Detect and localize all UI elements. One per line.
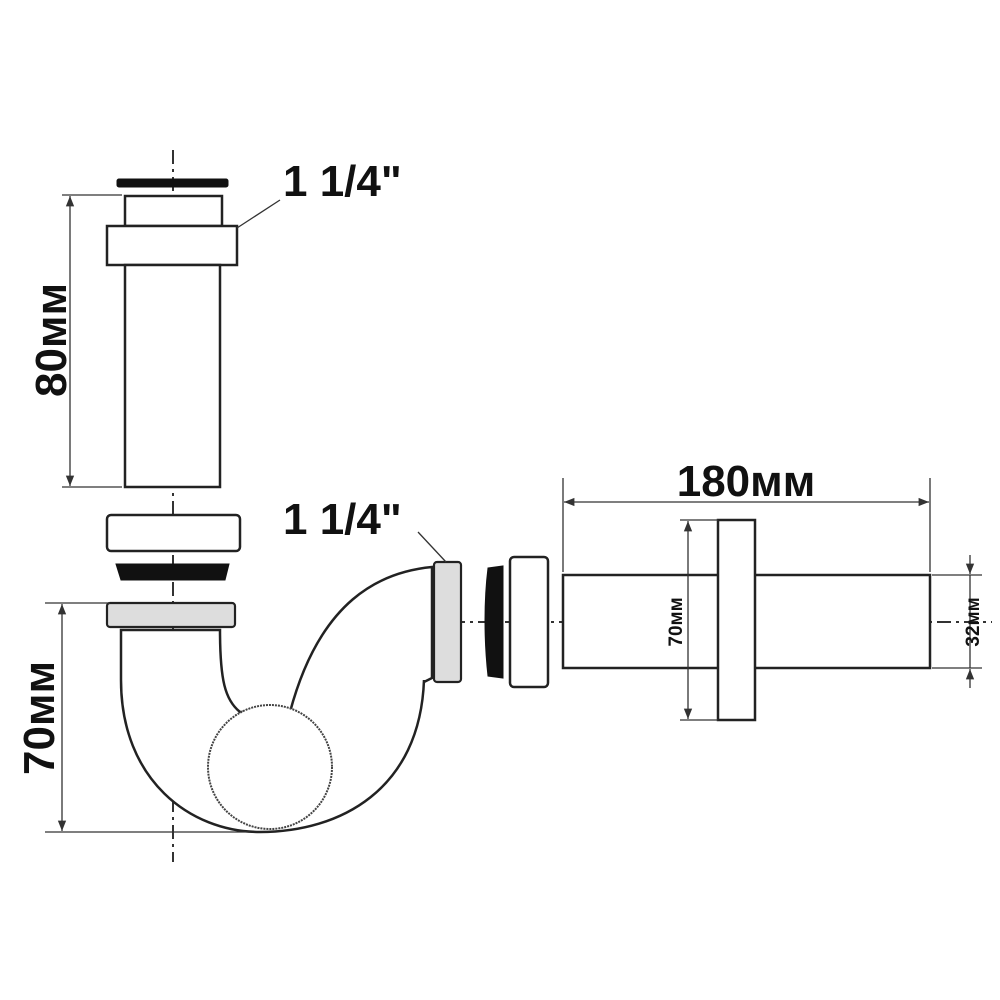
cleanout-cap — [207, 704, 333, 830]
tail-nut — [105, 224, 239, 267]
tail-collar — [123, 194, 224, 228]
trap-height-label: 70мм — [15, 661, 64, 775]
dimension-32mm: 32мм — [932, 555, 984, 688]
tail-pipe — [123, 263, 222, 489]
trap-outlet-thread — [432, 560, 463, 684]
trap-body — [105, 560, 463, 834]
top-gasket — [116, 178, 229, 188]
dimension-70mm-flange: 70мм — [666, 519, 718, 721]
top-thread-label: 1 1/4" — [283, 157, 402, 206]
tail-length-label: 80мм — [27, 283, 76, 397]
flange-diameter-label: 70мм — [666, 597, 687, 646]
trap-pipe — [119, 565, 434, 834]
outlet-nut — [508, 555, 550, 689]
outlet-gasket — [484, 565, 504, 679]
tail-pipe-assembly — [105, 178, 239, 489]
outlet-thread-label: 1 1/4" — [283, 495, 402, 544]
outlet-length-label: 180мм — [677, 457, 816, 506]
outlet-thread-leader — [417, 531, 447, 563]
trap-gasket — [115, 563, 230, 581]
trap-inlet-thread — [105, 601, 237, 629]
dimension-70mm-trap: 70мм — [15, 602, 250, 833]
top-thread-leader — [236, 199, 281, 229]
wall-flange — [716, 518, 757, 722]
dimension-80mm: 80мм — [27, 194, 122, 488]
dimension-180mm: 180мм — [562, 457, 931, 572]
trap-nut — [105, 513, 242, 553]
pipe-diameter-label: 32мм — [963, 597, 984, 646]
